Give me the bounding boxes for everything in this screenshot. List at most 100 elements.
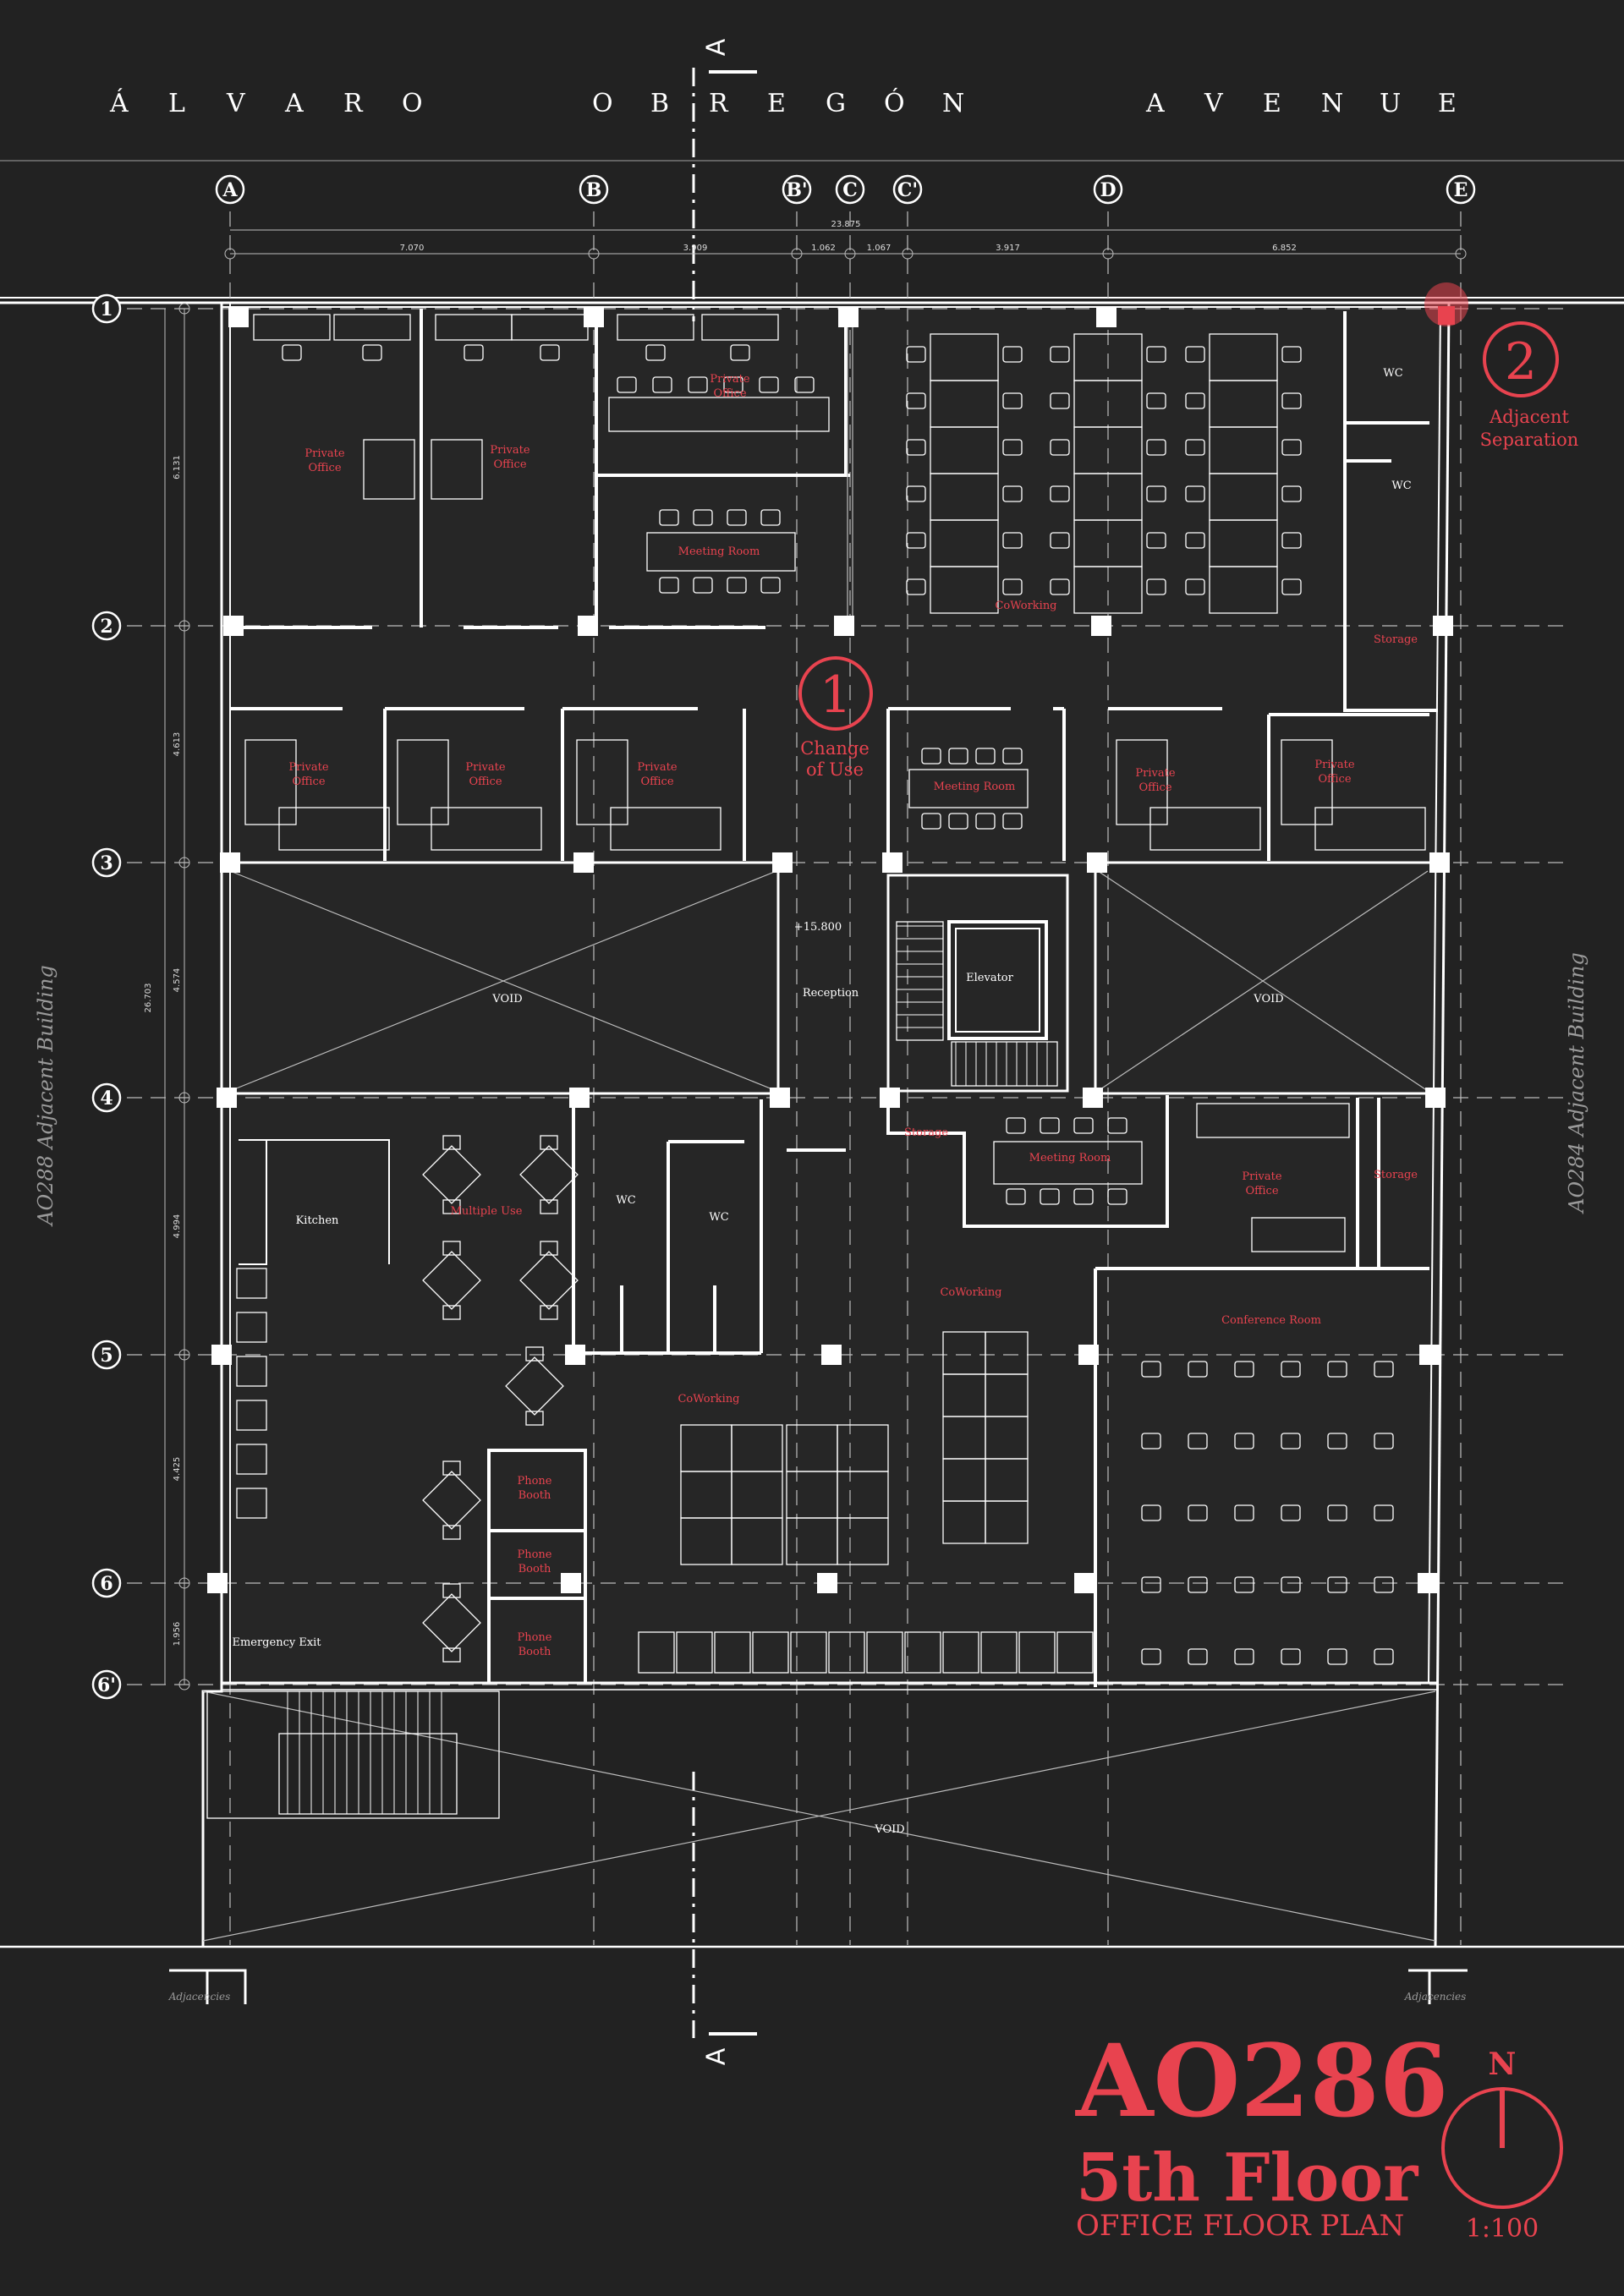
chair [1234,1576,1254,1593]
round-table [422,1251,481,1310]
chair [525,1411,544,1426]
round-table [519,1145,579,1204]
chair [1141,1648,1161,1665]
chair [1141,1361,1161,1378]
room-label-meeting-room-3: Meeting Room [1029,1152,1111,1164]
right-adjacent-building-label: AO284 Adjacent Building [1565,952,1588,1214]
desk [980,1631,1018,1674]
chair [1327,1433,1347,1449]
dim-left-segment: 4.425 [173,1457,182,1482]
dim-left-segment: 4.574 [173,968,182,993]
desk [431,807,542,851]
chair [727,509,747,526]
chair [1146,392,1166,409]
project-code: AO286 [1075,2022,1449,2140]
appliance [236,1312,267,1343]
desk [1149,807,1261,851]
room-label-void-3: VOID [874,1823,904,1836]
round-table [422,1471,481,1530]
chair [1374,1504,1394,1521]
chair [723,376,743,393]
desk [253,314,331,341]
structural-columns [207,307,1453,1593]
chair [1146,439,1166,456]
round-table [519,1251,579,1310]
chair [1146,346,1166,363]
left-adjacent-building-label: AO288 Adjacent Building [34,965,58,1227]
chair [1006,1188,1026,1205]
grid-bubble-col [1446,174,1476,205]
north-letter: N [1489,2047,1517,2082]
desk [1018,1631,1056,1674]
chair [442,1647,461,1663]
chair [906,439,926,456]
chair [442,1305,461,1320]
exterior-walls [169,302,1468,2004]
room-label-conference-room: Conference Room [1221,1314,1321,1327]
grid-bubble-col [782,174,812,205]
chair [688,376,708,393]
chair [1234,1361,1254,1378]
column [573,852,594,873]
chair [1073,1117,1094,1134]
street-letter: N [942,89,964,118]
room-label-level: +15.800 [794,921,842,934]
chair [760,509,781,526]
note-adjacent-separation: 2 Adjacent Separation [1424,282,1578,450]
room-label-coworking-2: CoWorking [940,1286,1001,1299]
room-label-meeting-room-2: Meeting Room [934,781,1016,793]
column [834,616,854,636]
dim-left-segment: 6.131 [173,455,182,479]
street-letter: B [650,89,669,118]
round-table [505,1356,564,1416]
room-label-reception: Reception [803,987,859,1000]
grid-bubble-row [91,1340,122,1370]
room-label-storage-2: Storage [904,1126,948,1139]
chair [1006,1117,1026,1134]
chair [1050,532,1070,549]
desk [942,1631,979,1674]
desk [397,739,449,825]
dim-left-segment: 4.613 [173,732,182,757]
desk [1314,807,1426,851]
grid-label-row: 3 [100,852,112,874]
chair [442,1525,461,1540]
column [772,852,793,873]
column [223,616,244,636]
column [1074,1573,1095,1593]
plan-subtitle: OFFICE FLOOR PLAN [1076,2209,1404,2243]
chair [652,376,672,393]
room-label-coworking-3: CoWorking [678,1393,739,1406]
chair [1281,485,1302,502]
dim-top-segment: 3.917 [996,244,1020,253]
grid-bubble-col [835,174,865,205]
chair [1141,1504,1161,1521]
chair [1281,392,1302,409]
chair [948,748,968,764]
chair [906,392,926,409]
grid-bubble-col [215,174,245,205]
chair [921,813,941,830]
grid-bubble-row [91,293,122,324]
desk [701,314,779,341]
title-block: AO286 5th Floor OFFICE FLOOR PLAN N 1:10… [1075,2022,1563,2244]
chair [1374,1648,1394,1665]
grid-bubble-row [91,1568,122,1598]
dim-top-segment: 7.070 [400,244,425,253]
street-letter: A [1145,89,1165,118]
street-letter: E [1438,89,1457,118]
column [1429,852,1450,873]
column [220,852,240,873]
dim-top-overall: 23.875 [831,220,861,229]
chair [1281,578,1302,595]
chair [906,532,926,549]
chair [921,748,941,764]
chair [1188,1361,1208,1378]
street-letter: V [226,89,246,118]
